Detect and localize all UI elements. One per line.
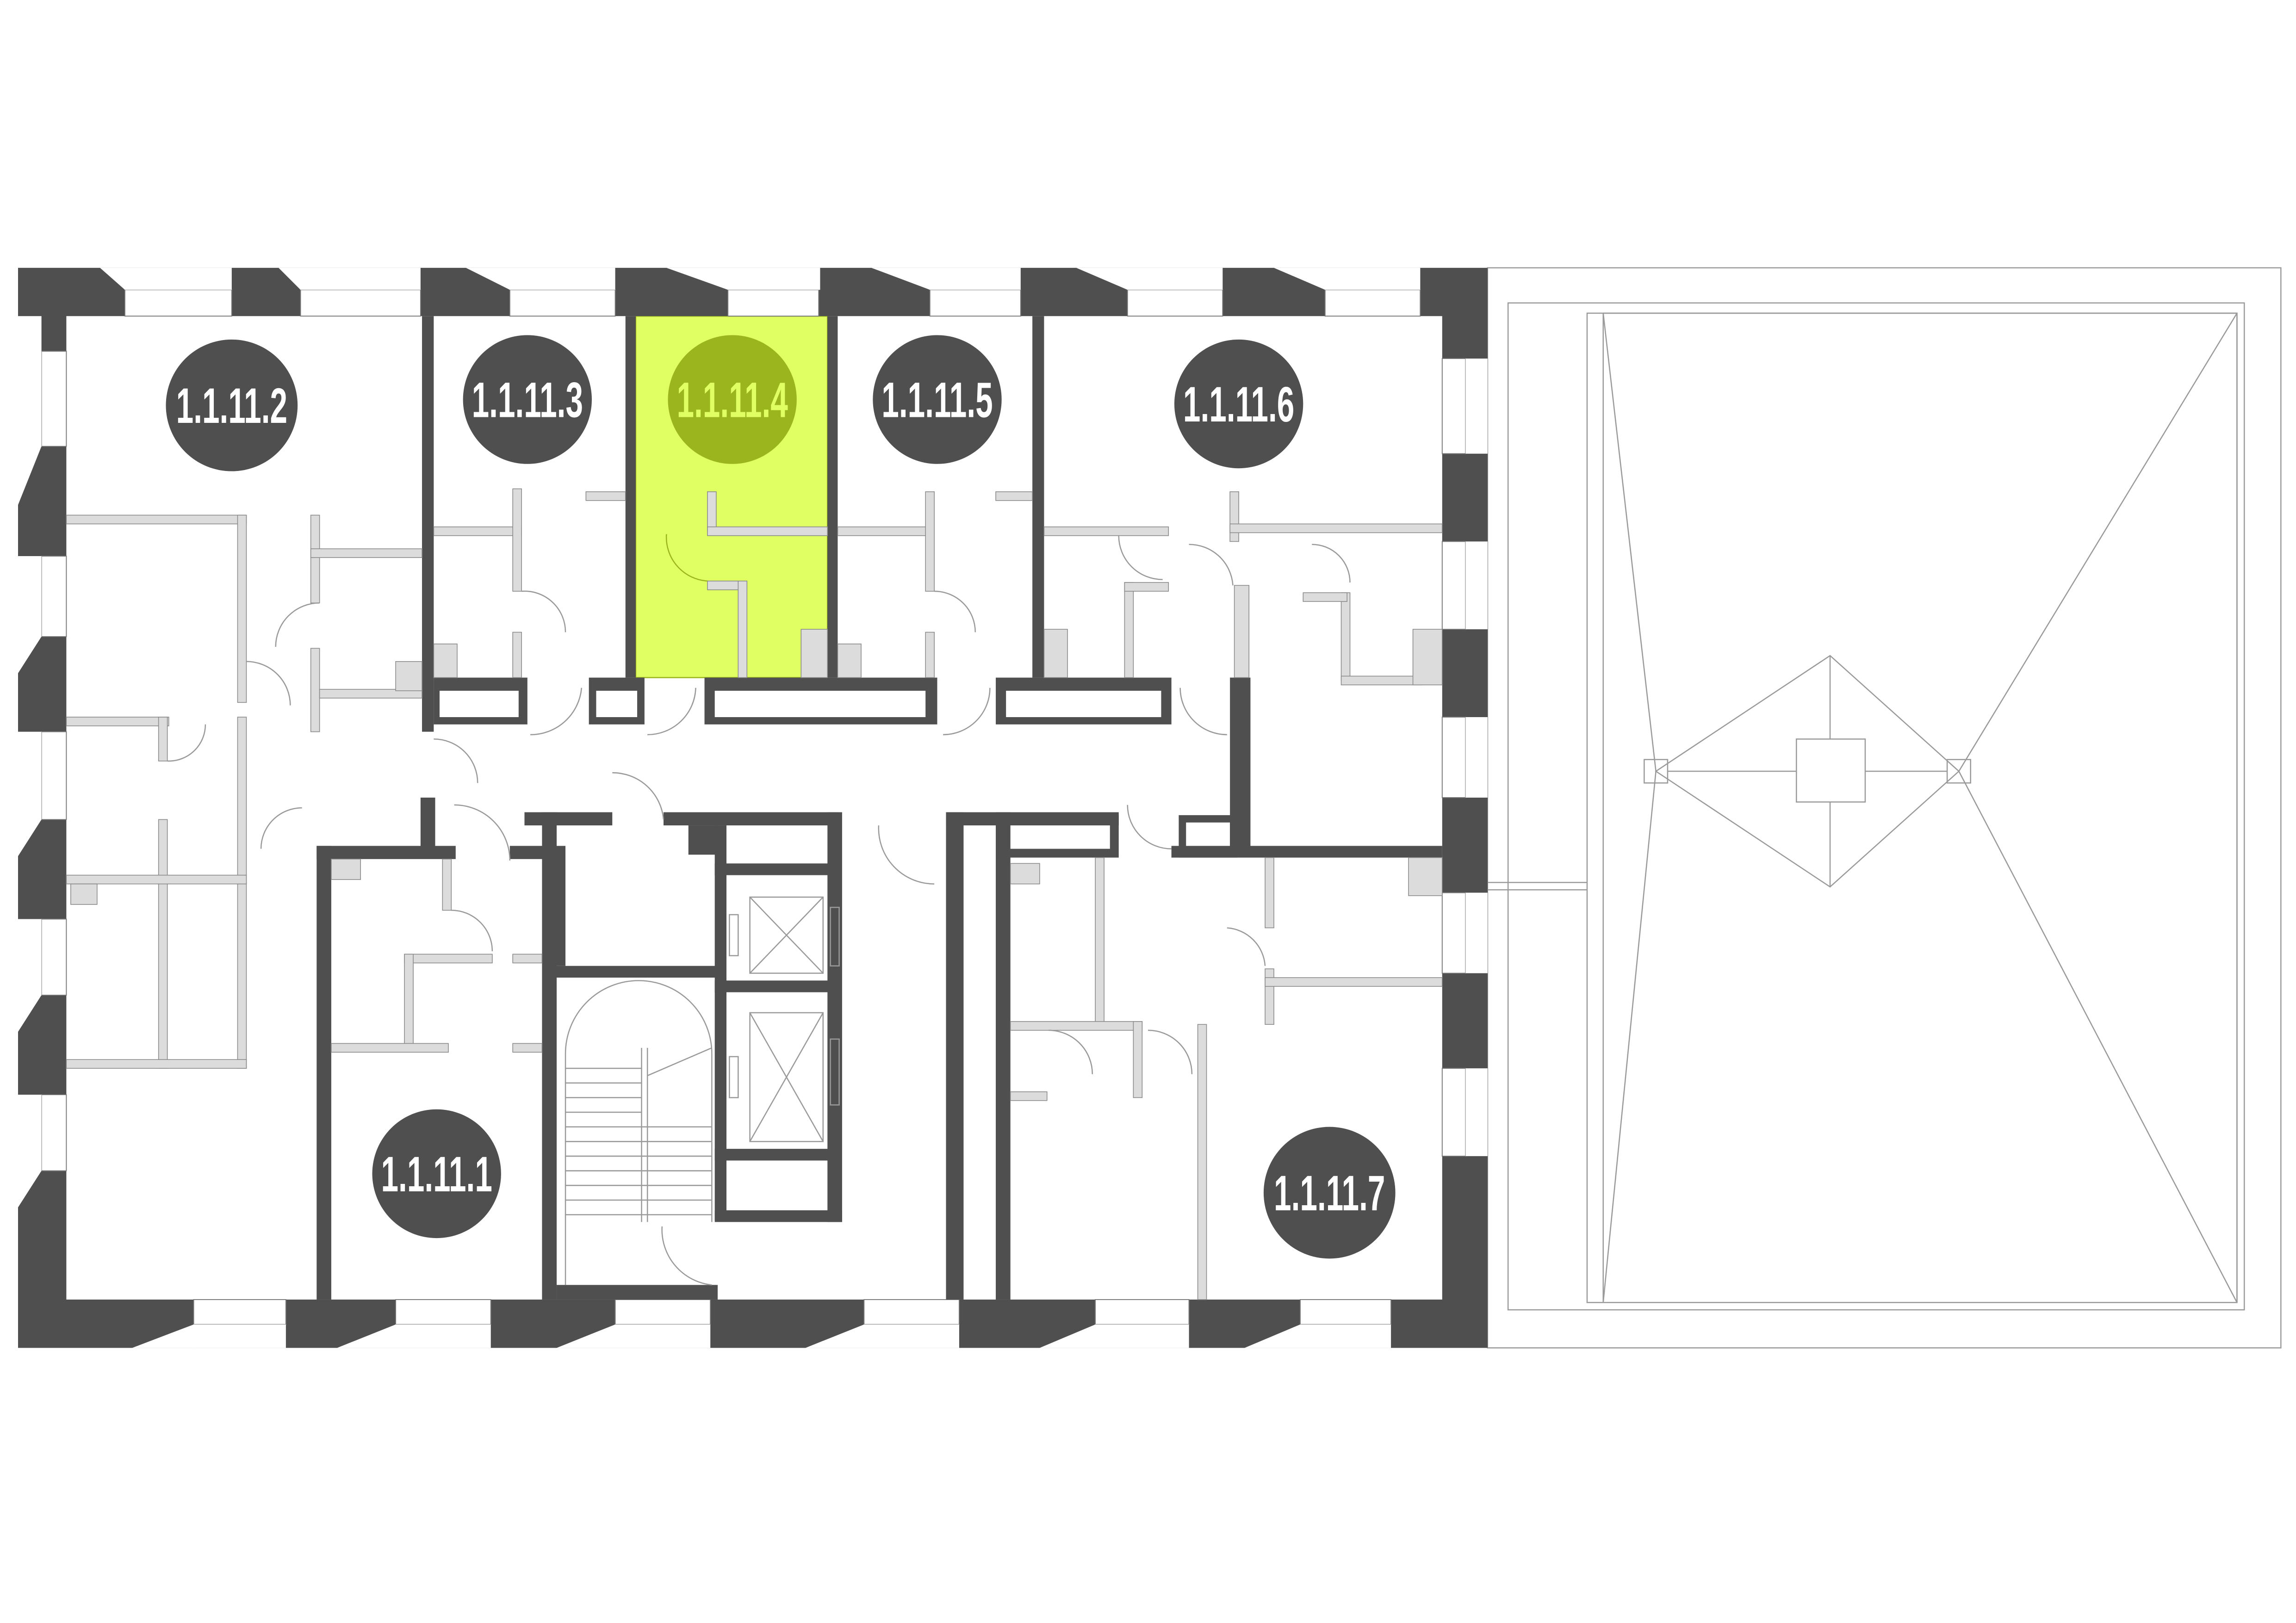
doors [167,534,1351,1286]
unit-badge-circle [1263,1127,1396,1259]
unit-badge-circle [463,335,592,464]
unit-label: 1.1.11.3 [472,372,583,428]
unit-label: 1.1.11.2 [176,378,287,434]
unit-label: 1.1.11.5 [881,372,993,428]
unit-label: 1.1.11.1 [381,1146,492,1202]
partitions [66,488,1443,1300]
unit-badge[interactable]: 1.1.11.1 [372,1109,501,1239]
unit-badge-circle [668,335,797,464]
unit-badge[interactable]: 1.1.11.5 [873,335,1002,464]
unit-label: 1.1.11.7 [1274,1165,1385,1221]
unit-badge-circle [873,335,1002,464]
unit-badge-selected[interactable]: 1.1.11.4 [668,335,797,464]
unit-badge-circle [372,1109,501,1239]
unit-badge-circle [166,339,298,471]
unit-badge[interactable]: 1.1.11.7 [1263,1127,1396,1259]
unit-label: 1.1.11.6 [1183,377,1294,432]
stairwell [565,980,713,1285]
unit-badge-circle [1174,339,1303,469]
outer-walls [18,267,1488,1348]
terrace [1487,267,2282,1349]
elevators [729,896,840,1142]
unit-badge[interactable]: 1.1.11.3 [463,335,592,464]
unit-badge[interactable]: 1.1.11.6 [1174,339,1303,469]
interior-walls [316,316,1442,1300]
unit-label: 1.1.11.4 [676,372,788,428]
unit-badge[interactable]: 1.1.11.2 [166,339,298,471]
